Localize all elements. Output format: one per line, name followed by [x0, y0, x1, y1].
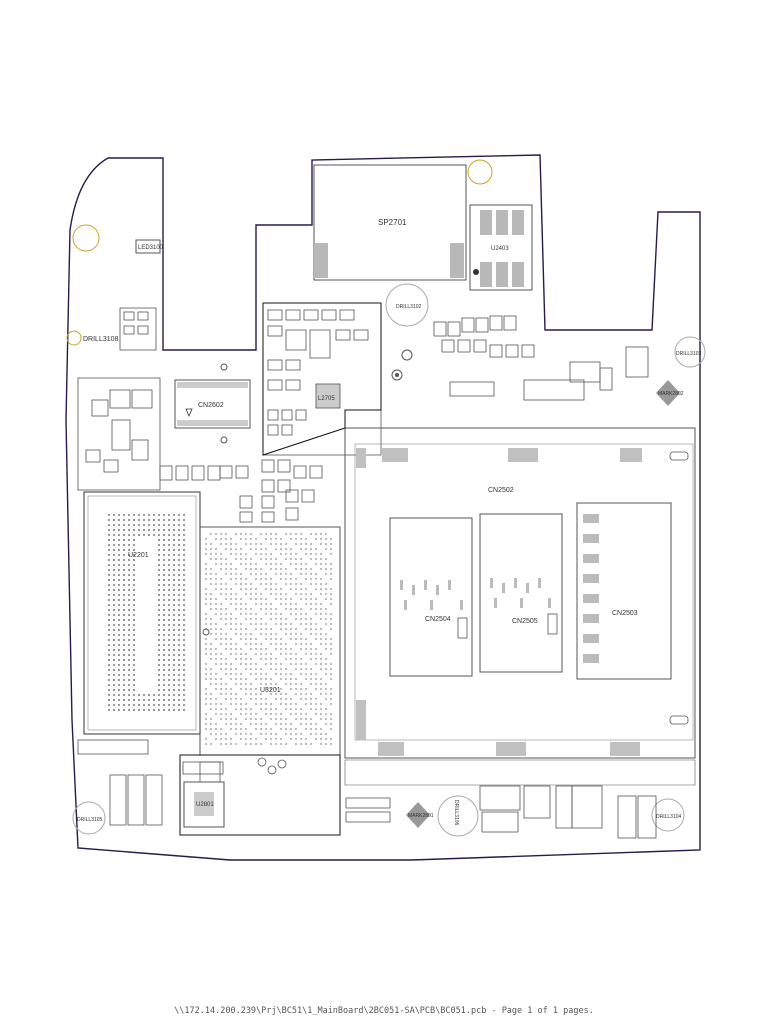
component-cluster-bottom-right	[479, 785, 657, 839]
board-outline	[65, 154, 701, 861]
component-cluster-right-top	[433, 315, 649, 401]
cn2502-connector	[344, 427, 696, 759]
drill3102-hole	[385, 283, 429, 327]
l2705-label: L2705	[318, 396, 335, 402]
drill3108-hole	[66, 330, 82, 346]
drill3105-label: DRILL3105	[77, 817, 103, 823]
mark2801-fiducial	[406, 802, 430, 828]
drill3102-label: DRILL3102	[396, 304, 422, 310]
cn2504-label: CN2504	[425, 616, 451, 623]
sp2701-speaker	[313, 164, 467, 281]
cn2502-label: CN2502	[488, 487, 514, 494]
component-cluster-bottom-left	[77, 739, 391, 826]
routing-outline-upper	[262, 302, 382, 456]
u3201-chip	[199, 526, 341, 756]
cn2505-connector	[479, 513, 563, 673]
u2201-ball-grid	[108, 514, 185, 711]
sp2701-pad-right	[450, 243, 464, 278]
cn2503-label: CN2503	[612, 610, 638, 617]
sp2701-label: SP2701	[378, 218, 407, 227]
drill3104-label: DRILL3104	[656, 814, 682, 820]
led3100-component	[135, 239, 161, 254]
u3201-ball-grid	[205, 533, 332, 745]
routing-outline-bottom	[344, 759, 696, 786]
u2403-component	[469, 204, 533, 291]
u3201-label: U3201	[260, 687, 281, 694]
u2403-label: U2403	[491, 246, 509, 252]
mark2802-fiducial	[656, 380, 680, 406]
drill3103-label: DRILL3103	[676, 351, 702, 357]
drill3103-hole	[674, 336, 706, 368]
cn2505-label: CN2505	[512, 618, 538, 625]
drill3105-hole	[72, 801, 106, 835]
l2705-inductor	[315, 383, 341, 409]
sp2701-pad-left	[314, 243, 328, 278]
component-cluster-main	[262, 302, 382, 456]
cn2602-connector	[174, 379, 251, 429]
u2801-chip	[183, 781, 225, 828]
cn2503-connector	[576, 502, 672, 680]
footer-file-path: \\172.14.200.239\Prj\BC51\1_MainBoard\2B…	[174, 1006, 594, 1016]
routing-outline-lower	[179, 754, 341, 836]
u2201-label: U2201	[128, 552, 149, 559]
led3100-label: LED3100	[138, 245, 164, 251]
cn2504-connector	[389, 517, 473, 677]
drill3104-hole	[651, 798, 685, 832]
component-cluster-left	[119, 307, 157, 351]
drill-ring-top-center	[467, 159, 493, 185]
drill3106-hole	[437, 795, 479, 837]
component-cluster-far-left	[77, 377, 221, 491]
cn2602-label: CN2602	[198, 402, 224, 409]
mark2802-label: MARK2802	[658, 391, 684, 397]
component-cluster-center	[219, 459, 323, 523]
u2801-label: U2801	[196, 802, 214, 808]
drill-ring-top-left	[72, 224, 100, 252]
drill3106-label: DRILL3106	[453, 800, 459, 826]
u2201-chip	[83, 491, 201, 735]
drill3108-label: DRILL3108	[83, 336, 119, 343]
mark2801-label: MARK2801	[408, 813, 434, 819]
